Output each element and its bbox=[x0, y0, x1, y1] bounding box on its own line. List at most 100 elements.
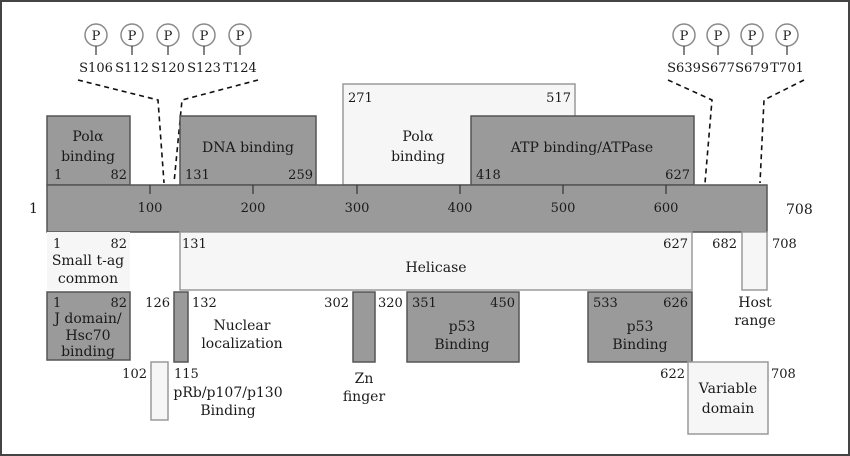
phospho-lead-lines bbox=[77, 79, 805, 184]
phospho-sites-left: P S106 P S112 P S120 P S123 P T124 bbox=[79, 23, 257, 76]
domain-label: p53 bbox=[449, 319, 476, 335]
domain-helicase: 131 627 Helicase bbox=[179, 231, 693, 291]
start-residue: 1 bbox=[53, 296, 61, 311]
phospho-site-label: S679 bbox=[735, 61, 769, 76]
domain-label: binding bbox=[391, 149, 445, 165]
phospho-site-label: S112 bbox=[115, 61, 149, 76]
end-residue: 132 bbox=[192, 296, 217, 311]
start-residue: 131 bbox=[182, 237, 207, 252]
domain-label: Zn bbox=[355, 371, 374, 387]
phosphate-symbol: P bbox=[164, 29, 173, 44]
end-residue: 517 bbox=[546, 91, 571, 106]
domain-label: DNA binding bbox=[202, 140, 294, 156]
end-residue: 450 bbox=[490, 296, 515, 311]
start-residue: 302 bbox=[324, 296, 349, 311]
end-residue: 82 bbox=[110, 168, 127, 183]
end-residue: 626 bbox=[663, 296, 688, 311]
domain-dna-binding: DNA binding 131 259 bbox=[179, 115, 317, 186]
tick-label: 100 bbox=[138, 201, 163, 216]
phospho-site-label: S123 bbox=[187, 61, 221, 76]
domain-label: p53 bbox=[627, 319, 654, 335]
start-residue: 102 bbox=[122, 367, 147, 382]
phospho-site: P S120 bbox=[151, 23, 185, 76]
domain-label: Variable bbox=[698, 381, 757, 397]
phospho-site-label: S639 bbox=[667, 61, 701, 76]
phospho-site-label: T701 bbox=[770, 61, 803, 76]
start-residue: 418 bbox=[476, 168, 501, 183]
domain-small-t-common: 1 82 Small t-ag common bbox=[47, 232, 130, 290]
domain-label: common bbox=[58, 271, 118, 287]
domain-label: Host bbox=[738, 295, 772, 311]
domain-atp-binding: ATP binding/ATPase 418 627 bbox=[470, 115, 695, 186]
domain-label: pRb/p107/p130 bbox=[173, 385, 282, 401]
start-residue: 271 bbox=[348, 91, 373, 106]
phospho-site-label: S106 bbox=[79, 61, 113, 76]
domain-label: Helicase bbox=[405, 260, 466, 276]
domain-label: Hsc70 bbox=[65, 328, 110, 344]
domain-prb-binding: 102 115 pRb/p107/p130 Binding bbox=[122, 361, 283, 421]
phospho-site-label: S120 bbox=[151, 61, 185, 76]
domain-label: Binding bbox=[200, 403, 255, 419]
start-residue: 1 bbox=[53, 237, 61, 252]
phosphate-symbol: P bbox=[200, 29, 209, 44]
start-residue: 682 bbox=[712, 237, 737, 252]
phospho-site: P S639 bbox=[667, 23, 701, 76]
phosphate-symbol: P bbox=[714, 29, 723, 44]
domain-label: range bbox=[734, 313, 775, 329]
tick-label: 600 bbox=[654, 201, 679, 216]
phospho-site: P T701 bbox=[770, 23, 804, 76]
domain-label: binding bbox=[61, 149, 115, 165]
phosphate-symbol: P bbox=[92, 29, 101, 44]
domain-label: Small t-ag bbox=[52, 253, 124, 269]
domain-label: ATP binding/ATPase bbox=[510, 140, 653, 156]
domain-label: Binding bbox=[434, 337, 489, 353]
tick-label: 400 bbox=[448, 201, 473, 216]
start-residue: 351 bbox=[412, 296, 437, 311]
domain-label: Polα bbox=[402, 129, 434, 145]
phospho-site: P S679 bbox=[735, 23, 769, 76]
domain-label: binding bbox=[61, 344, 115, 360]
tick-label: 500 bbox=[551, 201, 576, 216]
end-residue: 320 bbox=[378, 296, 403, 311]
backbone-end-label: 708 bbox=[786, 202, 813, 218]
phospho-site: P T124 bbox=[223, 23, 257, 76]
domain-p53-binding-1: 351 450 p53 Binding bbox=[406, 291, 520, 363]
protein-backbone: 1 708 100 200 300 400 500 600 bbox=[29, 184, 813, 233]
domain-label: Nuclear bbox=[214, 318, 271, 334]
phospho-site: P S112 bbox=[115, 23, 149, 76]
phosphate-symbol: P bbox=[236, 29, 245, 44]
phospho-site-label: S677 bbox=[701, 61, 735, 76]
phospho-site: P S106 bbox=[79, 23, 113, 76]
phosphate-symbol: P bbox=[748, 29, 757, 44]
phospho-site: P S123 bbox=[187, 23, 221, 76]
domain-p53-binding-2: 533 626 p53 Binding bbox=[587, 291, 693, 363]
start-residue: 1 bbox=[54, 168, 62, 183]
domain-label: finger bbox=[343, 389, 386, 405]
tick-label: 300 bbox=[345, 201, 370, 216]
domain-label: Polα bbox=[72, 129, 104, 145]
end-residue: 708 bbox=[772, 237, 797, 252]
phospho-site-label: T124 bbox=[223, 61, 256, 76]
start-residue: 126 bbox=[145, 296, 170, 311]
start-residue: 131 bbox=[185, 168, 210, 183]
domain-label: localization bbox=[201, 336, 282, 352]
phosphate-symbol: P bbox=[128, 29, 137, 44]
phosphate-symbol: P bbox=[680, 29, 689, 44]
end-residue: 627 bbox=[663, 237, 688, 252]
end-residue: 627 bbox=[665, 168, 690, 183]
phosphate-symbol: P bbox=[783, 29, 792, 44]
domain-host-range: 682 708 Host range bbox=[712, 231, 797, 329]
domain-label: Binding bbox=[612, 337, 667, 353]
domain-pola-binding-n: Polα binding 1 82 bbox=[46, 115, 131, 186]
domain-label: domain bbox=[702, 401, 755, 417]
start-residue: 622 bbox=[660, 367, 685, 382]
domain-zn-finger: 302 320 Zn finger bbox=[324, 291, 403, 405]
domain-j-domain: 1 82 J domain/ Hsc70 binding bbox=[46, 291, 131, 361]
domain-label: J domain/ bbox=[52, 311, 122, 327]
backbone-start-label: 1 bbox=[29, 201, 38, 217]
end-residue: 115 bbox=[174, 367, 199, 382]
end-residue: 259 bbox=[288, 168, 313, 183]
domain-variable: 622 708 Variable domain bbox=[660, 361, 796, 435]
tick-label: 200 bbox=[241, 201, 266, 216]
